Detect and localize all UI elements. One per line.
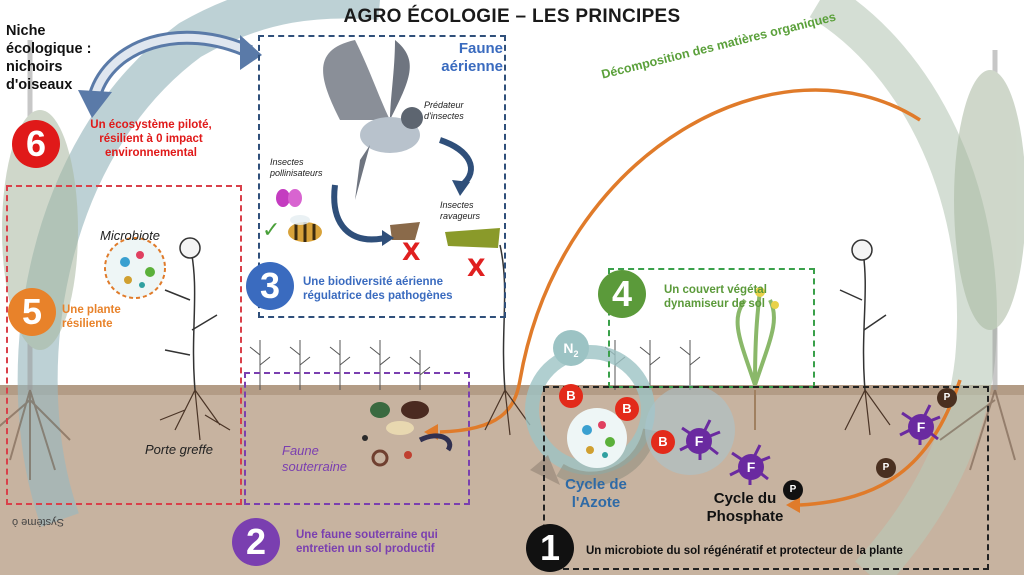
- principle-4-badge: 4: [598, 270, 646, 318]
- faune-aerienne-label: Faune aérienne: [441, 40, 503, 75]
- cycle-ring-right: [809, 0, 998, 575]
- pollinator-check-icon: ✓: [262, 218, 281, 243]
- porte-greffe-label: Porte greffe: [145, 442, 213, 457]
- phosphate-bubble-1: P: [783, 480, 803, 500]
- bacteria-bubble-2: B: [615, 397, 639, 421]
- principle-6-badge: 6: [12, 120, 60, 168]
- soil-fauna: [362, 401, 453, 467]
- phosphate-bubble-3: P: [876, 458, 896, 478]
- phosphate-bubble-2: P: [937, 388, 957, 408]
- bacteria-bubble-3: B: [651, 430, 675, 454]
- principle-5-text: Une plante résiliente: [62, 304, 121, 330]
- bee: [288, 215, 322, 242]
- cover-plant: [735, 287, 779, 430]
- principle-1-text: Un microbiote du sol régénératif et prot…: [586, 545, 903, 557]
- watermark: Système ò: [12, 516, 64, 528]
- microbiote-circle-top: [104, 237, 166, 299]
- blue-return-arrow: [78, 30, 262, 118]
- faune-aerienne-box: [258, 35, 506, 318]
- cycle-ring-left: [17, 0, 380, 527]
- moth: [390, 222, 420, 240]
- microbiote-circle-soil: [567, 408, 627, 468]
- faune-souterraine-label: Faune souterraine: [282, 443, 348, 474]
- leafhopper-cross-icon: X: [467, 254, 486, 282]
- principle-5-box: [6, 185, 242, 505]
- ravageurs-label: Insectes ravageurs: [440, 200, 481, 221]
- principle-3-text: Une biodiversité aérienne régulatrice de…: [303, 276, 453, 302]
- butterfly: [276, 189, 302, 207]
- cycle-phosphate-label: Cycle du Phosphate: [706, 490, 784, 525]
- tree-right: [939, 50, 1024, 471]
- swallow-bird: [323, 40, 423, 200]
- principle-2-text: Une faune souterraine qui entretien un s…: [296, 529, 438, 555]
- faune-souterraine-box: [244, 372, 470, 505]
- microbiote-label: Microbiote: [100, 228, 160, 243]
- nitrogen-cycle-ring: [525, 345, 655, 475]
- principle-5-badge: 5: [8, 288, 56, 336]
- page-title: AGRO ÉCOLOGIE – LES PRINCIPES: [343, 6, 681, 27]
- microbiote-sol-box: [543, 386, 989, 570]
- soil-surface: [0, 385, 1024, 395]
- soil-band: [0, 385, 1024, 575]
- bacteria-bubble-1: B: [559, 384, 583, 408]
- fungi-bubble-3: F: [908, 414, 934, 440]
- fungi-bubble-2: F: [738, 454, 764, 480]
- principle-4-text: Un couvert végétal dynamiseur de sol: [664, 284, 767, 310]
- principle-3-badge: 3: [246, 262, 294, 310]
- fungi-bubble-1: F: [686, 428, 712, 454]
- leafhopper: [445, 228, 500, 248]
- rose-plant-left: [159, 237, 231, 441]
- n2-bubble: N2: [553, 330, 589, 366]
- predateur-label: Prédateur d'insectes: [424, 100, 464, 121]
- principle-2-badge: 2: [232, 518, 280, 566]
- predator-arrow: [331, 137, 474, 246]
- niche-ecologique-label: Niche écologique : nichoirs d'oiseaux: [6, 23, 92, 93]
- cycle-azote-label: Cycle de l'Azote: [565, 476, 627, 511]
- principle-6-text: Un écosystème piloté, résilient à 0 impa…: [90, 119, 212, 159]
- pollinisateurs-label: Insectes pollinisateurs: [270, 157, 323, 178]
- moth-cross-icon: X: [402, 238, 421, 266]
- principle-1-badge: 1: [526, 524, 574, 572]
- rose-plant-right: [839, 239, 891, 436]
